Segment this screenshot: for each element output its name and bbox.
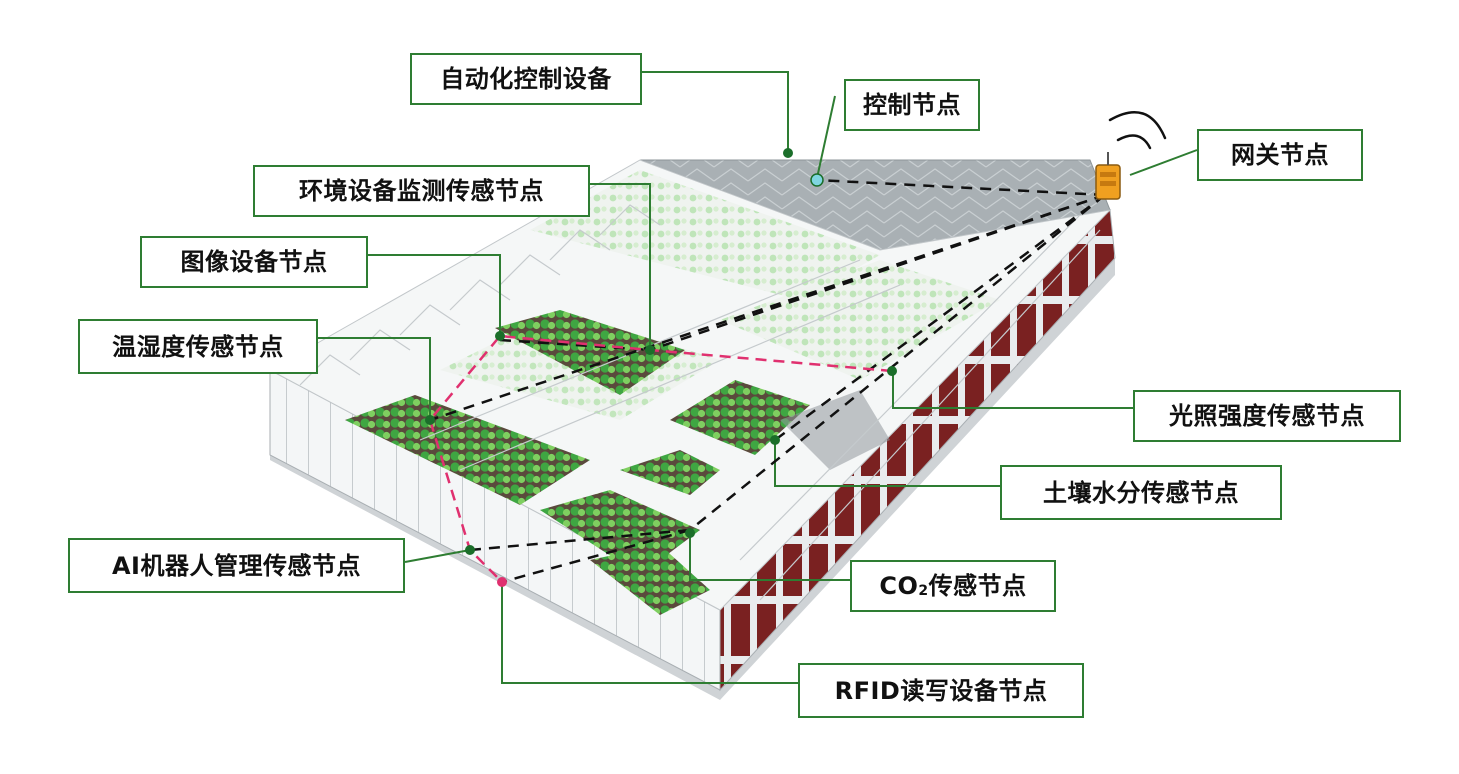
leader-co2 xyxy=(689,535,850,581)
node-control xyxy=(810,173,824,187)
leader-control-node xyxy=(816,95,836,179)
leader-ai-robot xyxy=(404,549,471,563)
node-image xyxy=(495,331,505,341)
label-temp-humidity: 温湿度传感节点 xyxy=(78,319,318,374)
leader-image-node xyxy=(368,254,501,336)
node-co2 xyxy=(685,528,695,538)
wireless-signal-icon xyxy=(1108,110,1167,150)
label-ai-robot: AI机器人管理传感节点 xyxy=(68,538,405,593)
label-co2-suffix: 传感节点 xyxy=(928,572,1027,600)
leader-rfid xyxy=(501,582,798,684)
node-soil xyxy=(770,435,780,445)
node-env-monitor xyxy=(645,345,655,355)
leader-temp-humidity xyxy=(318,337,431,420)
gateway-device-icon xyxy=(1095,152,1121,200)
leader-lines xyxy=(318,71,1198,684)
label-light-intensity: 光照强度传感节点 xyxy=(1133,390,1401,442)
node-automation xyxy=(783,148,793,158)
label-env-monitor: 环境设备监测传感节点 xyxy=(253,165,590,217)
label-automation: 自动化控制设备 xyxy=(410,53,642,105)
node-temp-humidity xyxy=(425,415,435,425)
label-co2-prefix: CO xyxy=(879,572,919,600)
leader-gateway xyxy=(1129,149,1198,176)
label-soil-moisture: 土壤水分传感节点 xyxy=(1000,465,1282,520)
leader-env-monitor xyxy=(590,183,651,350)
sensor-chain xyxy=(428,334,893,583)
label-control-node: 控制节点 xyxy=(844,79,980,131)
label-rfid: RFID读写设备节点 xyxy=(798,663,1084,718)
sensor-nodes xyxy=(425,148,897,587)
node-ai-robot xyxy=(465,545,475,555)
greenhouse-structure xyxy=(268,159,1116,700)
leader-light xyxy=(892,371,1133,409)
node-rfid xyxy=(497,577,507,587)
label-co2-subscript: 2 xyxy=(918,583,929,599)
leader-soil xyxy=(774,440,1000,487)
label-image-node: 图像设备节点 xyxy=(140,236,368,288)
wireless-links xyxy=(429,178,1106,584)
node-light xyxy=(887,366,897,376)
label-gateway: 网关节点 xyxy=(1197,129,1363,181)
leader-automation xyxy=(640,71,789,153)
